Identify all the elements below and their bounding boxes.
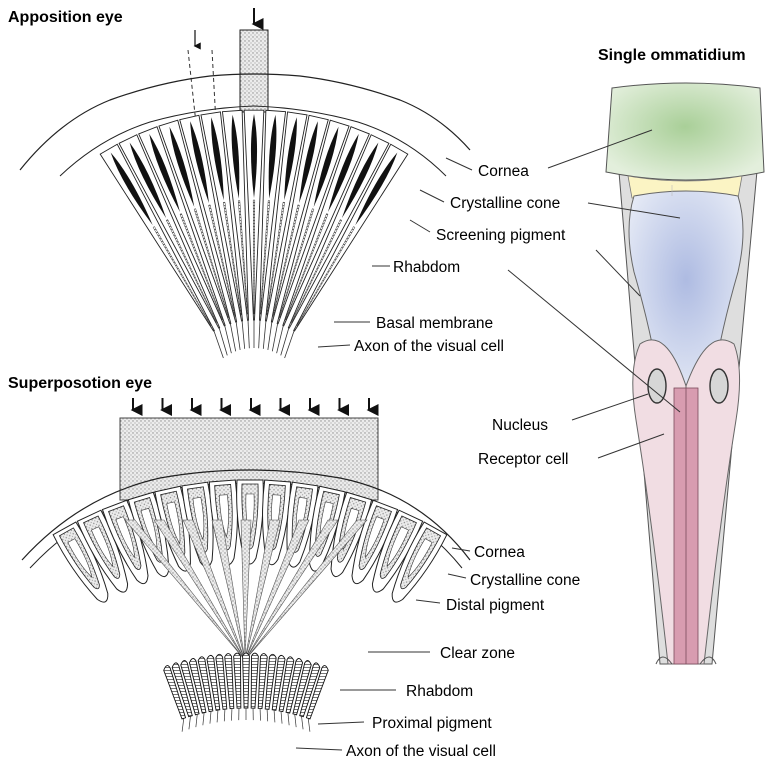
superposition-arrows [133,398,369,410]
superposition-axon [274,710,275,722]
superposition-rhabdom-cell [234,653,241,708]
superposition-axon [224,709,225,721]
leader-super-cone [448,574,466,578]
label-apposition-basal-membrane: Basal membrane [376,315,493,332]
apposition-axon [248,320,249,348]
apposition-axon [230,324,235,352]
superposition-rhabdom-cell [243,653,250,708]
superposition-axon [210,711,211,723]
apposition-axon [242,321,245,349]
title-single-ommatidium: Single ommatidium [598,47,746,64]
superposition-axon [281,711,282,723]
label-superposition-rhabdom: Rhabdom [406,683,473,700]
apposition-rhabdom-strip [253,200,255,314]
apposition-ommatidia [100,110,408,358]
leader-appo-cone [420,190,444,202]
leader-super-proximal [318,722,364,724]
title-superposition-eye: Superposotion eye [8,375,152,392]
superposition-axon [189,716,191,729]
label-ommatidium-receptor-cell: Receptor cell [478,451,568,468]
superposition-axon [182,718,184,731]
apposition-eye-drawing [20,8,470,358]
superposition-rhabdom-cell [251,653,258,708]
apposition-axon [268,322,272,350]
label-apposition-rhabdom: Rhabdom [393,259,460,276]
superposition-axon [267,709,268,721]
title-apposition-eye: Apposition eye [8,9,123,26]
superposition-axon [295,714,296,727]
leader-appo-pigment [410,220,430,232]
label-apposition-axon: Axon of the visual cell [354,338,504,355]
label-apposition-crystalline-cone: Crystalline cone [450,195,560,212]
single-ommatidium-drawing [606,83,764,664]
superposition-eye-drawing [22,398,470,732]
superposition-axon [302,716,304,729]
label-superposition-axon: Axon of the visual cell [346,743,496,760]
apposition-axon [259,320,260,348]
superposition-axon [217,710,218,722]
apposition-axon [272,324,277,352]
leader-super-distal [416,600,440,603]
ommatidium-cornea [606,83,764,180]
apposition-axon [285,331,294,358]
label-superposition-proximal-pigment: Proximal pigment [372,715,492,732]
label-apposition-cornea: Cornea [478,163,529,180]
superposition-axon [308,718,310,731]
leader-appo-axon [318,345,350,347]
leader-super-axon [296,748,342,750]
superposition-rhabdom-layer [164,653,329,732]
ommatidium-nucleus-right [710,369,728,403]
label-superposition-cornea: Cornea [474,544,525,561]
label-superposition-distal-pigment: Distal pigment [446,597,545,614]
apposition-light-beam [240,30,268,112]
apposition-axon [214,331,223,358]
apposition-axon [236,322,240,350]
superposition-axon [288,713,289,726]
superposition-axon [196,714,197,727]
label-ommatidium-nucleus: Nucleus [492,417,548,434]
leader-appo-cornea [446,158,472,170]
label-apposition-screening-pigment: Screening pigment [436,227,566,244]
label-superposition-clear-zone: Clear zone [440,645,515,662]
apposition-axon [263,321,266,349]
superposition-axon [203,713,204,726]
label-superposition-crystalline-cone: Crystalline cone [470,572,580,589]
